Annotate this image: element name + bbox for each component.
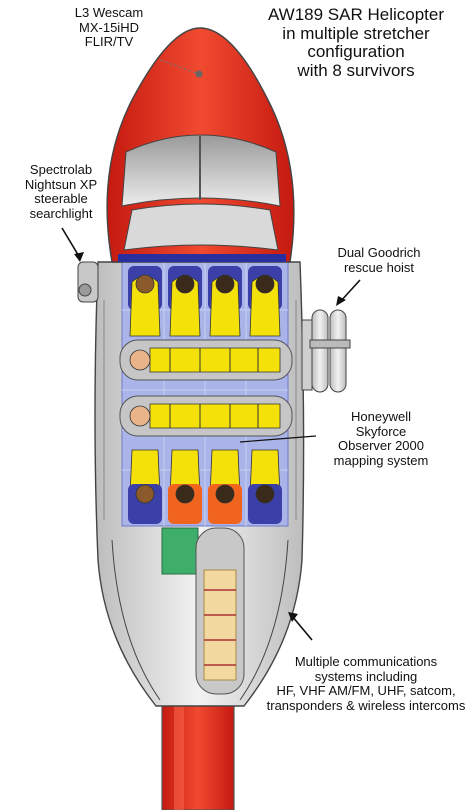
hoist-label: Dual Goodrich rescue hoist bbox=[304, 245, 454, 275]
label-line: Nightsun XP bbox=[24, 176, 98, 192]
seat bbox=[128, 266, 162, 337]
seat bbox=[208, 449, 242, 524]
rear-litter bbox=[195, 527, 245, 695]
flir-turret bbox=[195, 70, 203, 78]
label-line: FLIR/TV bbox=[84, 34, 134, 50]
searchlight-label: Spectrolab Nightsun XP steerable searchl… bbox=[2, 162, 120, 221]
label-line: rescue hoist bbox=[343, 259, 415, 275]
label-line: Dual Goodrich bbox=[337, 245, 421, 260]
seat bbox=[248, 266, 282, 337]
title-line: configuration bbox=[307, 42, 405, 62]
label-line: Honeywell bbox=[351, 409, 411, 424]
comms-arrow bbox=[291, 615, 313, 641]
label-line: MX-15iHD bbox=[79, 19, 139, 35]
nose-section bbox=[106, 27, 295, 263]
stretcher-lower bbox=[119, 395, 293, 437]
label-line: searchlight bbox=[29, 205, 93, 221]
label-line: Spectrolab bbox=[29, 162, 93, 177]
label-line: transponders & wireless intercoms bbox=[266, 697, 466, 713]
title-line: AW189 SAR Helicopter bbox=[267, 5, 445, 24]
mapping-label: Honeywell Skyforce Observer 2000 mapping… bbox=[316, 409, 446, 468]
seat bbox=[208, 266, 242, 337]
label-line: Observer 2000 bbox=[338, 438, 424, 454]
rescue-hoist bbox=[301, 309, 351, 393]
seat bbox=[128, 449, 162, 524]
rear-row-seats bbox=[128, 449, 282, 524]
mapping-leader bbox=[239, 435, 317, 443]
flir-leader bbox=[159, 59, 197, 74]
label-line: Skyforce bbox=[355, 423, 407, 439]
seat bbox=[168, 266, 202, 337]
label-line: L3 Wescam bbox=[74, 5, 144, 20]
front-row-seats bbox=[128, 266, 282, 337]
comms-label: Multiple communications systems includin… bbox=[260, 654, 472, 713]
hoist-arrowhead bbox=[336, 296, 346, 306]
label-line: Multiple communications bbox=[294, 654, 438, 669]
searchlight bbox=[77, 261, 99, 303]
flir-label: L3 Wescam MX-15iHD FLIR/TV bbox=[64, 5, 154, 50]
seat bbox=[248, 449, 282, 524]
title-line: in multiple stretcher bbox=[282, 23, 430, 43]
searchlight-arrow bbox=[61, 227, 81, 259]
stretcher-upper bbox=[119, 339, 293, 381]
comms-arrowhead bbox=[288, 612, 298, 622]
label-line: mapping system bbox=[333, 452, 429, 468]
tail-boom bbox=[161, 704, 235, 810]
searchlight-arrowhead bbox=[74, 252, 84, 262]
title-line: with 8 survivors bbox=[297, 61, 415, 81]
hoist-arrow bbox=[339, 279, 361, 303]
equipment-console bbox=[161, 527, 199, 575]
label-line: steerable bbox=[34, 191, 88, 207]
seat bbox=[168, 449, 202, 524]
label-line: HF, VHF AM/FM, UHF, satcom, bbox=[276, 683, 456, 699]
label-line: systems including bbox=[314, 668, 418, 684]
diagram-title: AW189 SAR Helicopter in multiple stretch… bbox=[242, 5, 470, 81]
